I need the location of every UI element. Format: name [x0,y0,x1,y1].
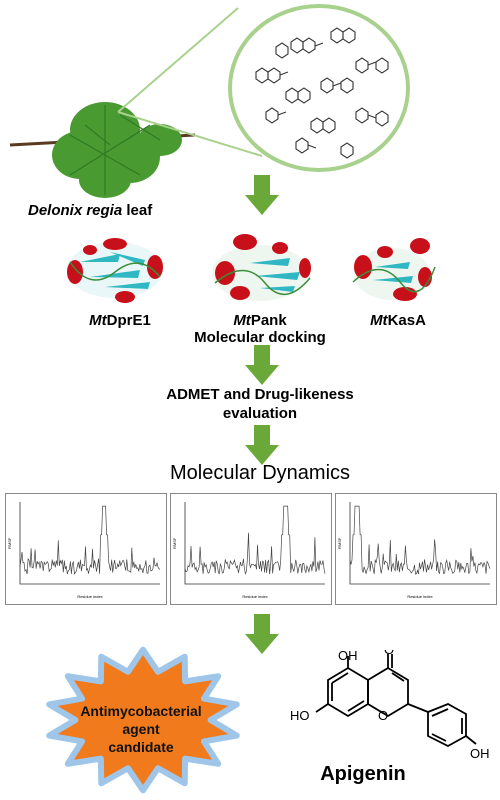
protein-kasa-structure [352,238,436,301]
apigenin-structure: O OH O HO OH [290,650,490,761]
rmsf-plot-dpre1: RMSF Residue index [5,493,167,605]
protein-pank-structure [212,234,311,301]
ring-oxygen-text: O [378,708,388,723]
arrow-down-icon [245,175,279,215]
protein-name: KasA [387,312,426,329]
candidate-star-burst [46,646,240,794]
arrow-down-icon [245,425,279,465]
step-molecular-dynamics: Molecular Dynamics [169,462,351,484]
protein-prefix: Mt [233,312,251,329]
protein-label-kasa: MtKasA [348,312,448,329]
protein-prefix: Mt [89,312,107,329]
protein-prefix: Mt [370,312,388,329]
candidate-line1: Antimycobacterial agent [80,703,202,737]
protein-name: Pank [250,312,287,329]
protein-name: DprE1 [106,312,151,329]
rmsf-trace: RMSF Residue index [337,502,491,599]
ho-left-text: HO [290,708,310,723]
rmsf-plot-kasa: RMSF Residue index [335,493,497,605]
rmsf-axis-label: RMSF [337,537,342,549]
arrow-down-icon [245,345,279,385]
rmsf-trace: RMSF Residue index [172,502,326,599]
carbonyl-o-text: O [384,650,394,657]
candidate-line2: candidate [108,739,174,755]
plant-part: leaf [126,202,153,219]
oh-top-text: OH [338,650,358,663]
protein-label-pank: MtPank [210,312,310,329]
compound-name: Apigenin [320,763,406,785]
delonix-regia-leaf-illustration [10,102,196,198]
plant-species: Delonix regia [28,202,123,219]
protein-label-dpre1: MtDprE1 [70,312,170,329]
step-molecular-docking: Molecular docking [194,329,326,346]
protein-dpre1-structure [67,238,163,303]
step-admet-line2: evaluation [222,405,298,422]
rmsf-axis-label: RMSF [7,537,12,549]
residue-axis-label: Residue index [242,594,267,599]
rmsf-plot-pank: RMSF Residue index [170,493,332,605]
phytochemical-library-circle [228,4,410,172]
rmsf-axis-label: RMSF [172,537,177,549]
plant-label: Delonix regia leaf [28,202,218,219]
step-admet-line1: ADMET and Drug-likeness [166,386,354,403]
residue-axis-label: Residue index [77,594,102,599]
oh-right-text: OH [470,746,490,761]
residue-axis-label: Residue index [407,594,432,599]
rmsf-trace: RMSF Residue index [7,502,161,599]
arrow-down-icon [245,614,279,654]
candidate-label: Antimycobacterial agent candidate [66,702,216,756]
